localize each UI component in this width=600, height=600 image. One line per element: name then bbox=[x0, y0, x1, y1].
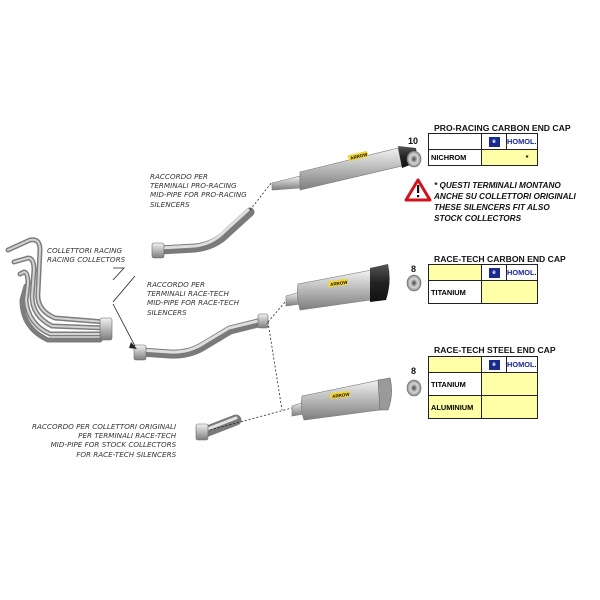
spec-table: e HOMOL. TITANIUM ALUMINIUM bbox=[428, 356, 538, 419]
euro-homologation-icon: e bbox=[488, 359, 500, 370]
homol-value: * bbox=[481, 149, 538, 166]
homol-value bbox=[481, 372, 538, 396]
section-title: RACE-TECH STEEL END CAP bbox=[434, 345, 556, 355]
homol-label: HOMOL. bbox=[506, 264, 538, 281]
spec-table: e HOMOL. TITANIUM bbox=[428, 264, 538, 304]
cap-number: 8 bbox=[411, 366, 417, 376]
leader-lines bbox=[112, 181, 293, 431]
cap-number: 10 bbox=[408, 136, 419, 146]
material-label: TITANIUM bbox=[428, 280, 482, 304]
homol-value bbox=[481, 280, 538, 304]
race-tech-carbon-silencer: ARROW bbox=[285, 264, 390, 311]
end-cap-icon bbox=[406, 274, 422, 292]
material-label: NICHROM bbox=[428, 149, 482, 166]
end-cap-icon bbox=[406, 379, 422, 397]
collectors-label: COLLETTORI RACING RACING COLLECTORS bbox=[47, 246, 126, 265]
stock-mid-pipe bbox=[195, 414, 242, 441]
material-label: ALUMINIUM bbox=[428, 395, 482, 419]
homol-label: HOMOL. bbox=[506, 356, 538, 373]
homol-label: HOMOL. bbox=[506, 133, 538, 150]
euro-homologation-icon: e bbox=[488, 136, 500, 147]
section-title: RACE-TECH CARBON END CAP bbox=[434, 254, 566, 264]
section-title: PRO-RACING CARBON END CAP bbox=[434, 123, 571, 133]
race-mid-pipe-label: RACCORDO PER TERMINALI RACE-TECH MID-PIP… bbox=[147, 280, 240, 317]
silencer-brand: ARROW bbox=[330, 280, 349, 287]
silencer-brand: ARROW bbox=[332, 392, 351, 399]
cap-number: 8 bbox=[411, 264, 417, 274]
pro-mid-pipe-label: RACCORDO PER TERMINALI PRO-RACING MID-PI… bbox=[150, 172, 247, 209]
race-tech-steel-silencer: ARROW bbox=[291, 377, 392, 421]
warning-note: * QUESTI TERMINALI MONTANO ANCHE SU COLL… bbox=[434, 181, 576, 223]
pro-racing-mid-pipe bbox=[151, 207, 255, 259]
end-cap-icon bbox=[406, 150, 422, 168]
euro-homologation-icon: e bbox=[488, 267, 500, 278]
race-tech-mid-pipe bbox=[133, 313, 269, 361]
warning-triangle-icon bbox=[404, 178, 432, 202]
material-label: TITANIUM bbox=[428, 372, 482, 396]
silencer-brand: ARROW bbox=[350, 152, 369, 161]
arrow-head bbox=[129, 342, 137, 349]
stock-mid-pipe-label: RACCORDO PER COLLETTORI ORIGINALI PER TE… bbox=[32, 422, 177, 459]
pro-racing-silencer: ARROW bbox=[271, 146, 418, 191]
racing-collectors bbox=[5, 237, 113, 343]
spec-table: e HOMOL. NICHROM * bbox=[428, 133, 538, 166]
homol-value bbox=[481, 395, 538, 419]
